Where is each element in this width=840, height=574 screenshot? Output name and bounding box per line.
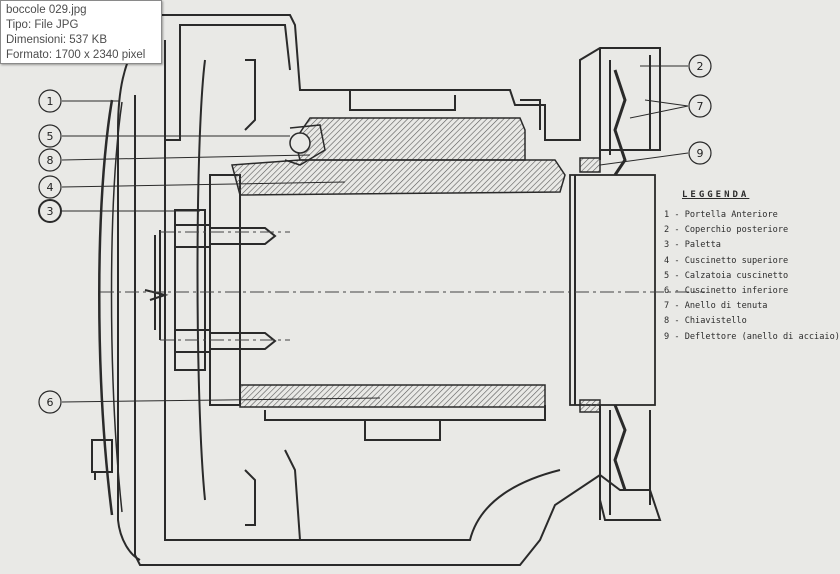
callout-7 — [688, 94, 712, 118]
callout-8 — [38, 148, 62, 172]
callout-numbers: 1 5 8 4 3 6 2 7 9 — [47, 60, 704, 409]
outer-housing — [91, 14, 662, 566]
callout-label-2: 2 — [697, 60, 704, 73]
callouts — [38, 54, 712, 414]
legend-title: LEGGENDA — [682, 190, 750, 200]
legend-item: 6 - Cuscinetto inferiore — [664, 285, 789, 296]
callout-2 — [688, 54, 712, 78]
callout-6 — [38, 390, 62, 414]
file-format: Formato: 1700 x 2340 pixel — [6, 49, 146, 61]
legend: LEGGENDA 1 - Portella Anteriore 2 - Cope… — [664, 190, 840, 347]
callout-label-7: 7 — [697, 100, 704, 113]
callout-4 — [38, 175, 62, 199]
file-size: Dimensioni: 537 KB — [6, 34, 107, 46]
legend-item: 9 - Deflettore (anello di acciaio) — [664, 331, 840, 342]
callout-3 — [38, 199, 62, 223]
file-type: Tipo: File JPG — [6, 19, 79, 31]
leader-lines — [61, 65, 689, 403]
legend-item: 7 - Anello di tenuta — [664, 301, 768, 312]
callout-label-6: 6 — [47, 396, 54, 409]
callout-1 — [38, 89, 62, 113]
bearing-sections — [231, 69, 627, 491]
callout-label-1: 1 — [47, 95, 54, 108]
legend-item: 1 - Portella Anteriore — [664, 210, 778, 220]
legend-item: 8 - Chiavistello — [664, 316, 747, 327]
callout-5 — [38, 124, 62, 148]
callout-label-9: 9 — [697, 147, 704, 160]
center-lines — [100, 231, 705, 341]
callout-9 — [688, 141, 712, 165]
legend-item: 4 - Cuscinetto superiore — [664, 255, 789, 266]
callout-label-5: 5 — [47, 130, 54, 143]
file-info-tooltip: boccole 029.jpg Tipo: File JPG Dimension… — [0, 0, 162, 64]
callout-label-8: 8 — [47, 154, 54, 167]
callout-label-4: 4 — [47, 181, 54, 194]
file-name: boccole 029.jpg — [6, 4, 87, 16]
legend-item: 2 - Coperchio posteriore — [664, 225, 789, 236]
legend-item: 3 - Paletta — [664, 240, 721, 251]
legend-item: 5 - Calzatoia cuscinetto — [664, 270, 789, 281]
callout-label-3: 3 — [47, 205, 54, 218]
